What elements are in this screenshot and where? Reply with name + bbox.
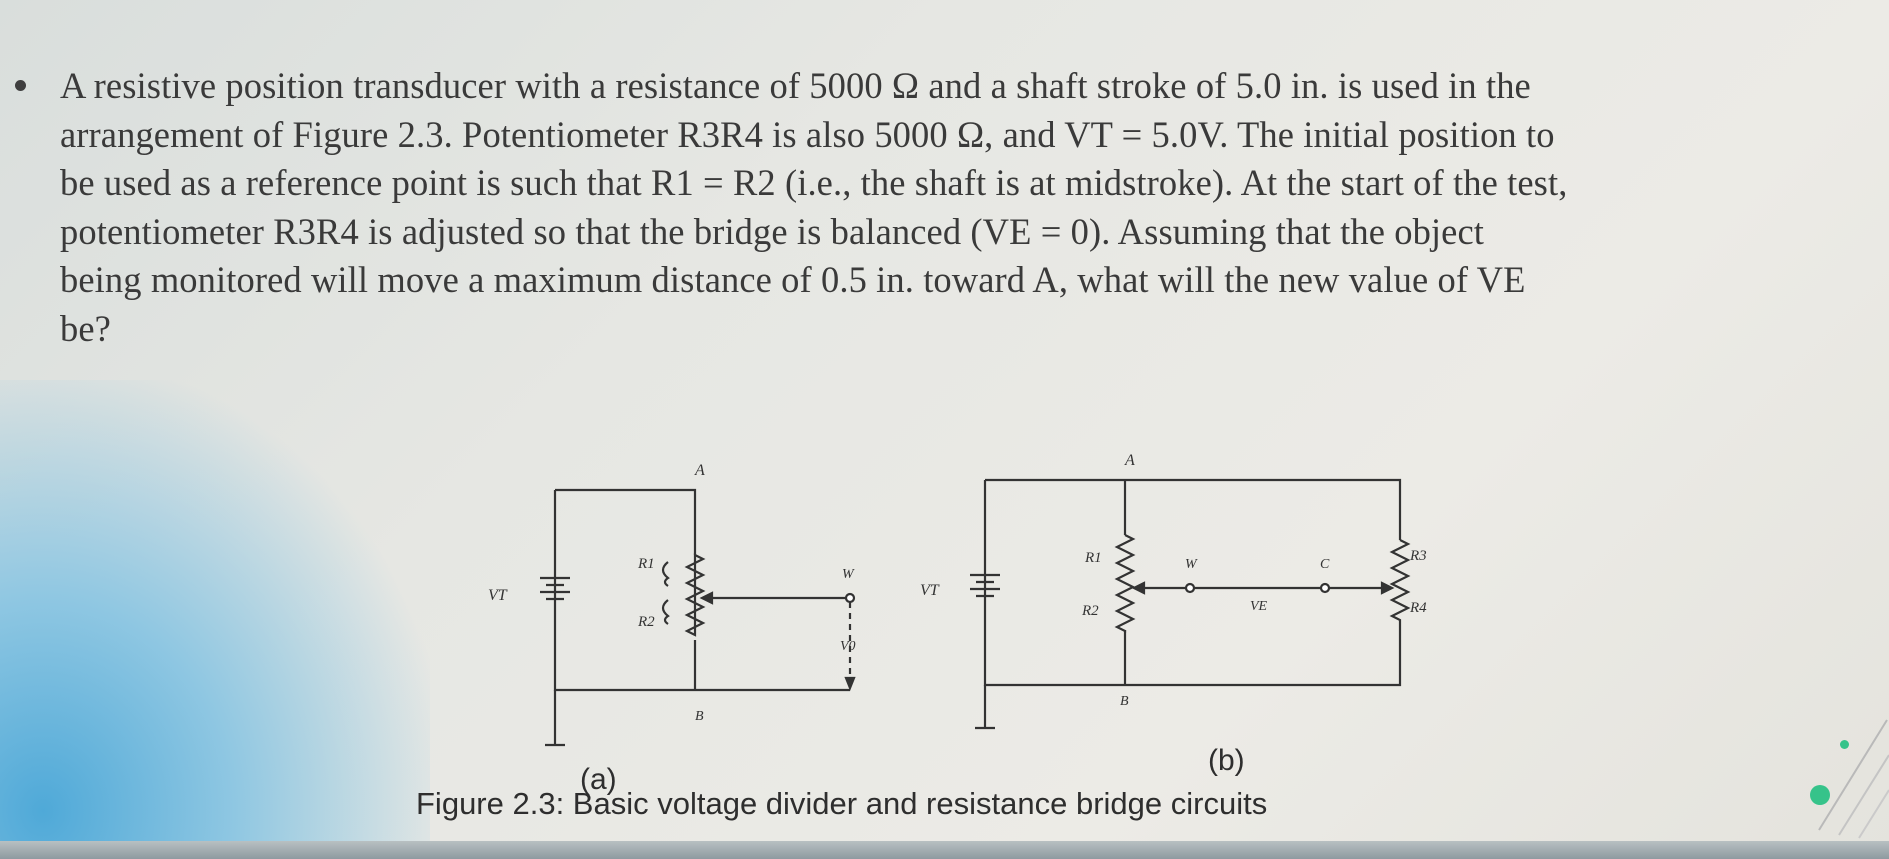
wiper-label-b: W bbox=[1185, 557, 1198, 572]
figure-label-b: (b) bbox=[1208, 744, 1245, 777]
battery-icon-a bbox=[540, 576, 570, 601]
problem-line-5: being monitored will move a maximum dist… bbox=[60, 259, 1526, 300]
problem-line-4: potentiometer R3R4 is adjusted so that t… bbox=[60, 210, 1485, 252]
problem-line-1: A resistive position transducer with a r… bbox=[60, 65, 1531, 106]
background-glow bbox=[0, 380, 430, 859]
circuit-figure: A B VT R1 R2 W V0 A B VT R1 R2 R3 R bbox=[488, 452, 1427, 747]
circuit-b: A B VT R1 R2 R3 R4 W C VE bbox=[920, 452, 1427, 730]
problem-statement: A resistive position transducer with a r… bbox=[60, 62, 1820, 353]
vo-label-a: V0 bbox=[840, 639, 856, 654]
r2-label-b: R2 bbox=[1081, 603, 1099, 619]
potentiometer-b bbox=[1114, 534, 1136, 633]
r1-label-b: R1 bbox=[1084, 550, 1102, 566]
problem-line-2: arrangement of Figure 2.3. Potentiometer… bbox=[60, 113, 1555, 155]
decorative-dot bbox=[1840, 740, 1849, 749]
problem-line-3: be used as a reference point is such tha… bbox=[60, 162, 1568, 203]
node-c-label-b: C bbox=[1320, 557, 1330, 572]
r2-label-a: R2 bbox=[637, 614, 655, 630]
battery-icon-b bbox=[970, 573, 1000, 598]
vt-label-a: VT bbox=[488, 587, 508, 604]
problem-line-6: be? bbox=[60, 307, 111, 349]
ve-label-b: VE bbox=[1250, 599, 1268, 614]
bullet-point bbox=[15, 80, 26, 91]
circuit-a: A B VT R1 R2 W V0 bbox=[488, 462, 856, 747]
wiper-label-a: W bbox=[842, 567, 855, 582]
figure-caption: Figure 2.3: Basic voltage divider and re… bbox=[416, 786, 1268, 821]
potentiometer-r3r4 bbox=[1389, 539, 1411, 635]
window-bottom-edge bbox=[0, 841, 1889, 859]
decorative-dot bbox=[1810, 785, 1830, 805]
decorative-lines bbox=[1818, 719, 1889, 839]
r3-label-b: R3 bbox=[1409, 548, 1427, 564]
node-a-label-b: A bbox=[1124, 452, 1135, 469]
potentiometer-a bbox=[684, 553, 706, 637]
node-b-label-a: B bbox=[695, 709, 704, 724]
vt-label-b: VT bbox=[920, 582, 940, 599]
r4-label-b: R4 bbox=[1409, 600, 1427, 616]
r1-label-a: R1 bbox=[637, 556, 655, 572]
figure-label-a: (a) bbox=[580, 763, 617, 796]
node-b-label-b: B bbox=[1120, 694, 1129, 709]
node-a-label-a: A bbox=[694, 462, 705, 479]
